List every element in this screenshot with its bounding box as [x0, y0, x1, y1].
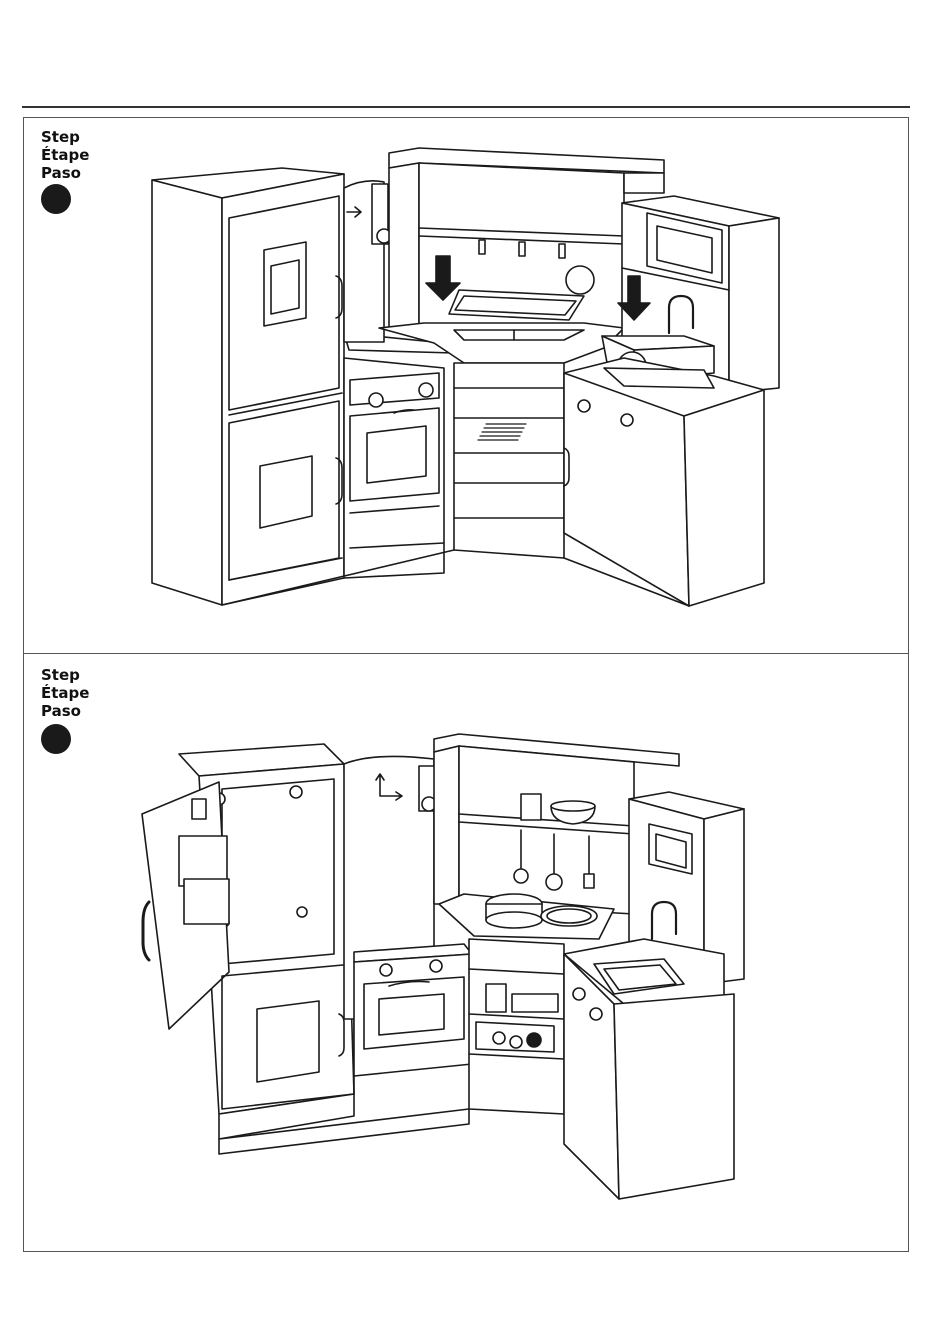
oven-block	[354, 944, 472, 1076]
step-panel-1: Step Étape Paso	[23, 117, 909, 654]
kitchen-illustration-2	[24, 654, 908, 1250]
step-panel-2: Step Étape Paso	[23, 654, 909, 1252]
oven-block	[344, 333, 454, 578]
fridge-tower	[152, 168, 344, 605]
fridge-open	[142, 744, 354, 1139]
header-rule	[22, 106, 910, 108]
back-panel	[344, 181, 391, 342]
kitchen-illustration-1	[24, 118, 908, 653]
